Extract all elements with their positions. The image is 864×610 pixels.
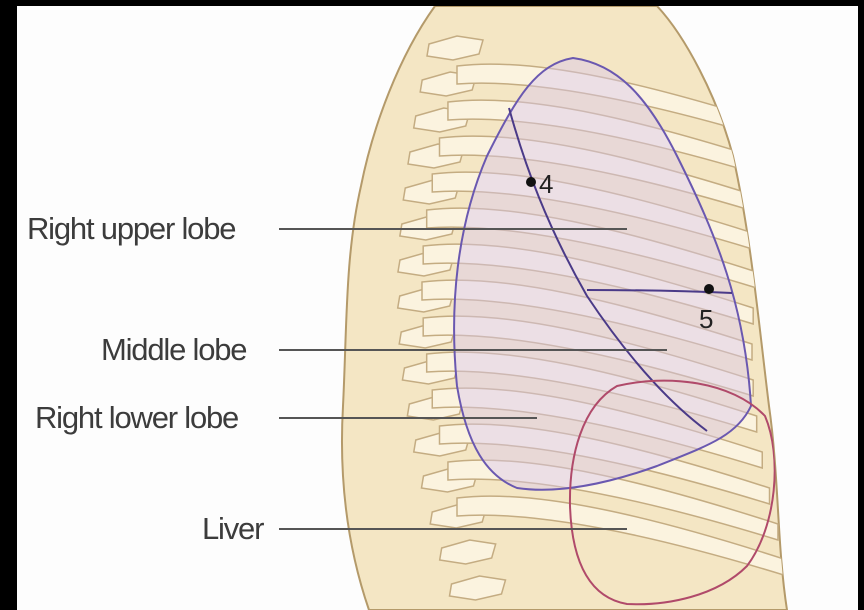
marker-4-dot	[526, 177, 536, 187]
label-right-lower-lobe: Right lower lobe	[35, 402, 238, 433]
diagram-frame: Right upper lobe Middle lobe Right lower…	[17, 6, 858, 610]
label-right-upper-lobe: Right upper lobe	[27, 213, 235, 244]
label-liver: Liver	[202, 513, 263, 544]
marker-5-label: 5	[699, 306, 713, 332]
label-middle-lobe: Middle lobe	[101, 334, 246, 365]
marker-5-dot	[704, 284, 714, 294]
thorax-lateral-diagram	[17, 6, 858, 610]
marker-4-label: 4	[539, 171, 553, 197]
